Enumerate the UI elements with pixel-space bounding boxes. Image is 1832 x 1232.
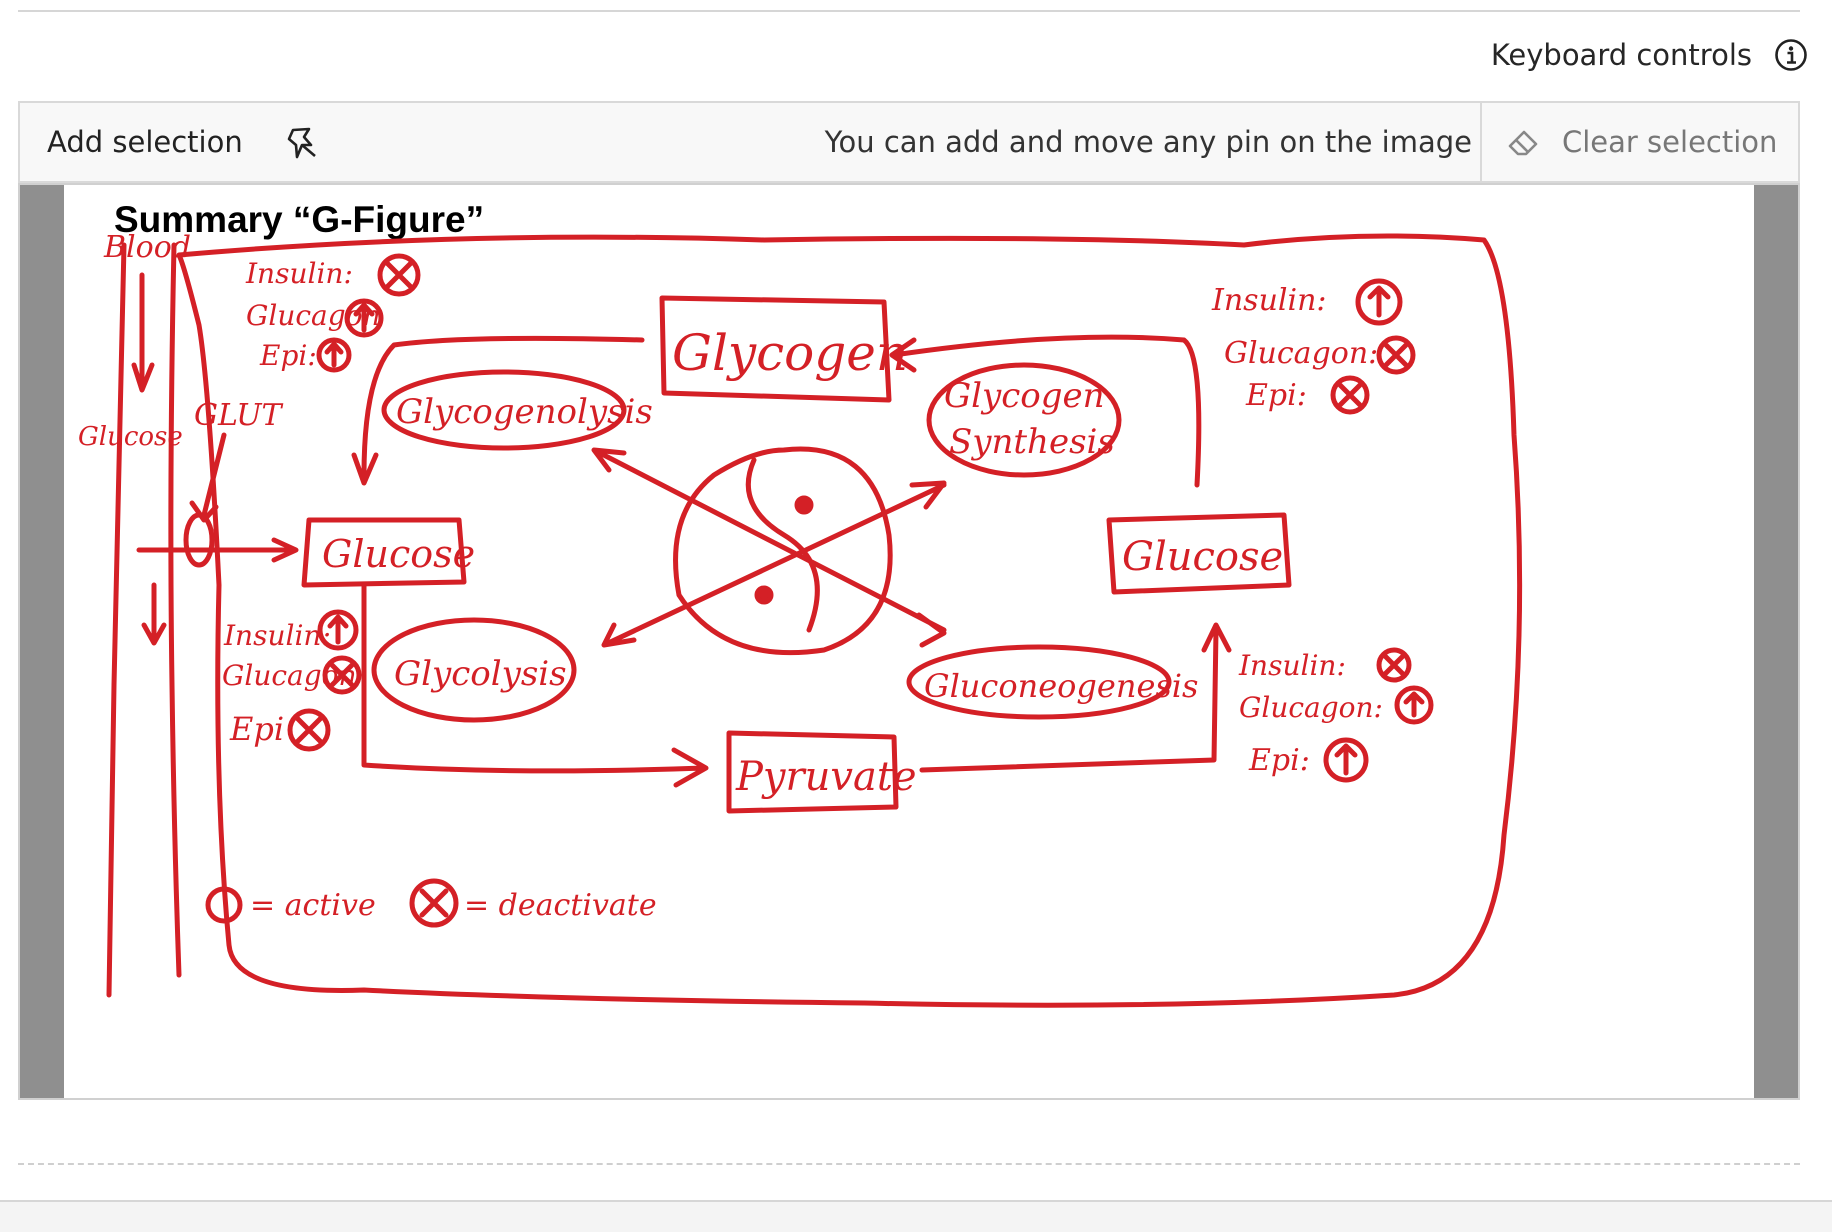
clear-selection-label: Clear selection bbox=[1562, 125, 1778, 159]
label-glucose-left: Glucose bbox=[78, 422, 183, 452]
label-glycolysis: Glycolysis bbox=[394, 654, 567, 694]
cell-boundary bbox=[176, 233, 1523, 1008]
label-gluconeogenesis: Gluconeogenesis bbox=[924, 667, 1198, 705]
pin-icon bbox=[287, 127, 316, 159]
add-selection-button[interactable]: Add selection bbox=[20, 103, 321, 181]
label-tl-insulin: Insulin: bbox=[245, 257, 353, 290]
label-br-insulin: Insulin: bbox=[1238, 649, 1346, 682]
clear-selection-button[interactable]: Clear selection bbox=[1480, 103, 1798, 181]
label-tr-insulin: Insulin: bbox=[1211, 283, 1327, 318]
glycogen-box bbox=[659, 295, 892, 403]
legend-deactivate: = deactivate bbox=[464, 888, 657, 923]
top-divider bbox=[18, 10, 1800, 12]
eraser-icon bbox=[1508, 130, 1538, 156]
pyruvate-box bbox=[726, 730, 899, 814]
label-tr-epi: Epi: bbox=[1245, 378, 1307, 413]
info-icon[interactable] bbox=[1774, 38, 1808, 72]
bottom-bar bbox=[0, 1200, 1832, 1232]
label-tl-glucagon: Glucagon bbox=[246, 299, 381, 332]
image-stage[interactable]: Summary “G-Figure” bbox=[18, 183, 1800, 1100]
legend-active: = active bbox=[250, 888, 376, 923]
label-bl-glucagon: Glucagon bbox=[222, 659, 357, 692]
label-bl-insulin: Insulin: bbox=[223, 619, 331, 652]
selection-hint: You can add and move any pin on the imag… bbox=[824, 125, 1472, 159]
dashed-divider bbox=[18, 1163, 1800, 1165]
g-figure-image[interactable]: Summary “G-Figure” bbox=[64, 185, 1754, 1098]
label-glut: GLUT bbox=[194, 398, 284, 433]
selection-toolbar: Add selection You can add and move any p… bbox=[18, 101, 1800, 183]
label-tr-glucagon: Glucagon: bbox=[1224, 336, 1378, 371]
glucose-right-box bbox=[1106, 512, 1292, 595]
label-bl-epi: Epi bbox=[229, 710, 284, 748]
label-glycogen-synthesis-2: Synthesis bbox=[949, 422, 1115, 462]
yin-yang-symbol bbox=[673, 446, 893, 656]
hand-drawn-diagram: Blood GLUT Glucose Glucose Glucose Glyco… bbox=[78, 230, 1523, 1008]
glucose-left-box bbox=[301, 517, 467, 588]
keyboard-controls-label: Keyboard controls bbox=[1490, 38, 1752, 72]
vessel-line-left bbox=[106, 242, 127, 998]
label-tl-epi: Epi: bbox=[259, 339, 317, 372]
figure-title: Summary “G-Figure” bbox=[114, 199, 485, 240]
label-blood: Blood bbox=[103, 230, 191, 265]
add-selection-label: Add selection bbox=[47, 125, 243, 159]
label-glucose-right-box: Glucose bbox=[1122, 534, 1283, 580]
keyboard-controls[interactable]: Keyboard controls bbox=[1491, 38, 1808, 72]
label-br-epi: Epi: bbox=[1248, 743, 1310, 778]
label-pyruvate: Pyruvate bbox=[735, 754, 917, 800]
label-glucose-left-box: Glucose bbox=[322, 532, 475, 576]
label-glycogenolysis: Glycogenolysis bbox=[396, 392, 653, 432]
label-br-glucagon: Glucagon: bbox=[1239, 691, 1383, 724]
label-glycogen-synthesis-1: Glycogen bbox=[944, 376, 1105, 416]
vessel-line-right bbox=[168, 242, 182, 978]
label-glycogen: Glycogen bbox=[672, 324, 908, 382]
